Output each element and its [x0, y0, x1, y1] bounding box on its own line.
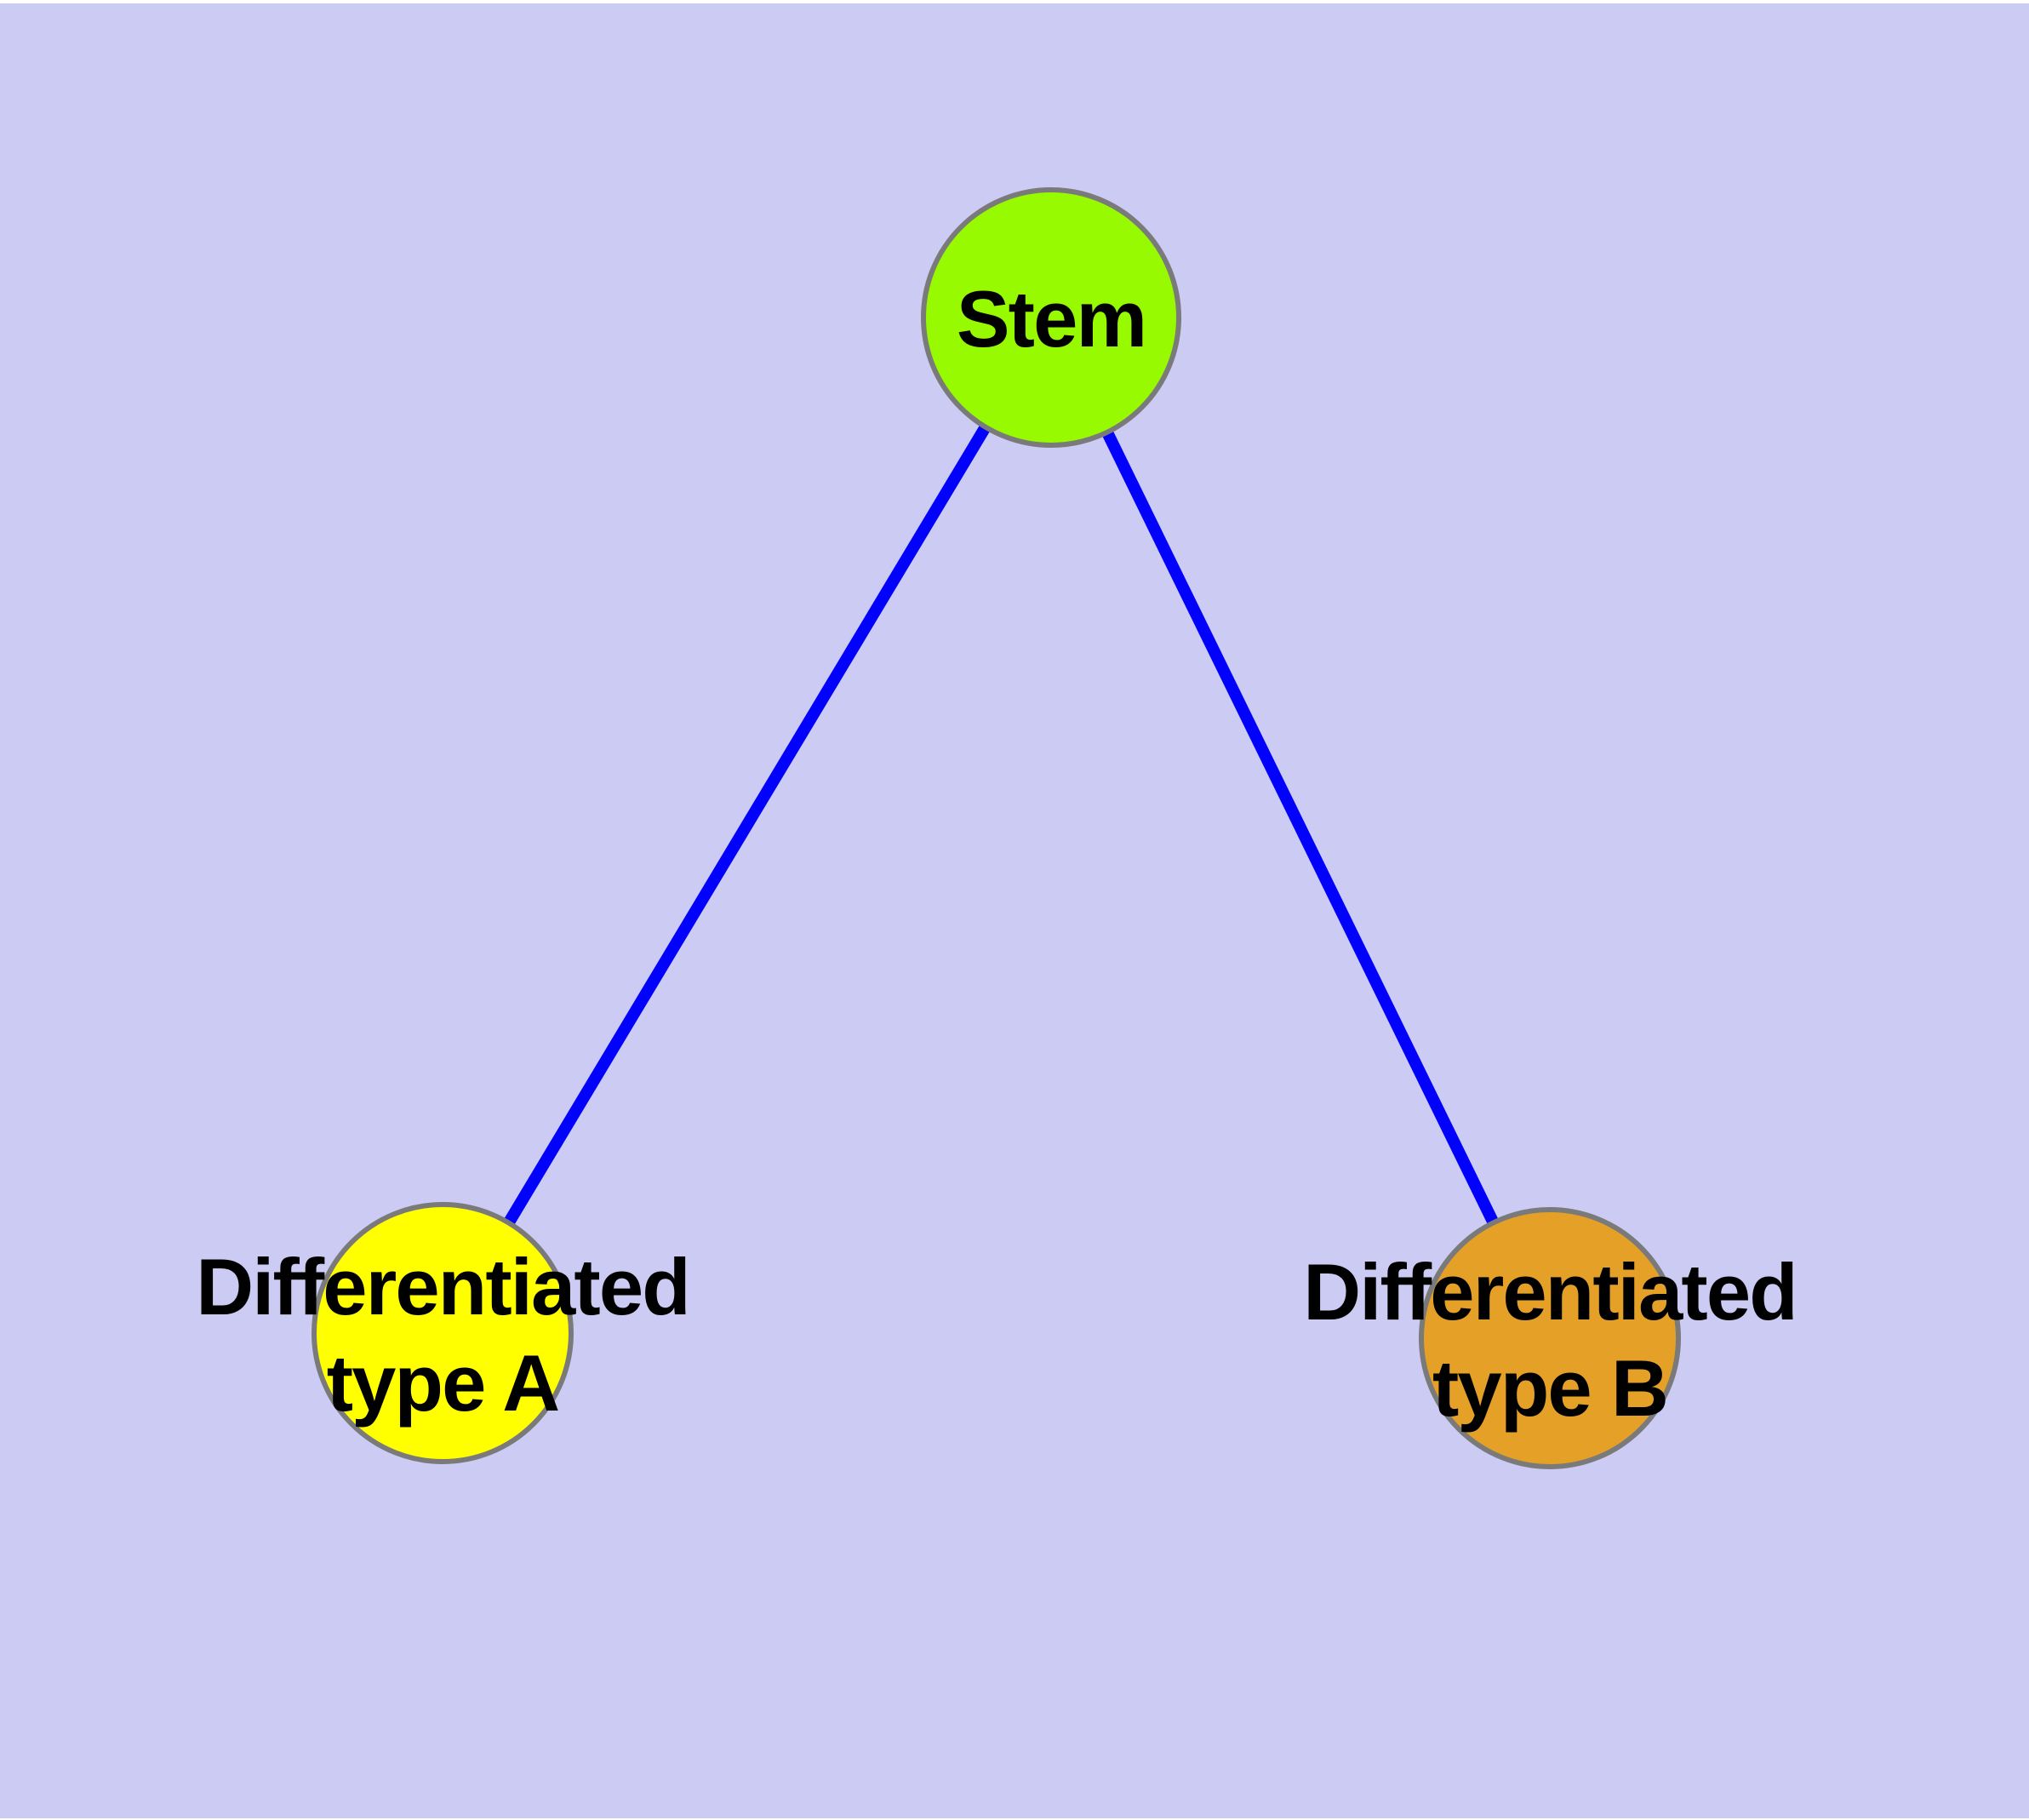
stem-node-label: Stem: [957, 274, 1146, 363]
type-a-node-label-line2: type A: [327, 1338, 559, 1428]
type-a-node-circle: [311, 1202, 574, 1464]
edge-stem-to-type-a: [437, 314, 1057, 1336]
edge-group: [437, 314, 1556, 1342]
node-differentiated-type-b: Differentiated type B: [1303, 1207, 1798, 1469]
edge-stem-to-type-b: [1045, 314, 1556, 1342]
node-differentiated-type-a: Differentiated type A: [196, 1202, 691, 1464]
type-b-node-label-line2: type B: [1432, 1343, 1667, 1433]
type-b-node-circle: [1419, 1207, 1681, 1469]
node-stem: Stem: [921, 187, 1181, 448]
type-b-node-label-line1: Differentiated: [1303, 1247, 1797, 1336]
stem-node-circle: [921, 187, 1181, 448]
type-a-node-label-line1: Differentiated: [196, 1242, 689, 1331]
